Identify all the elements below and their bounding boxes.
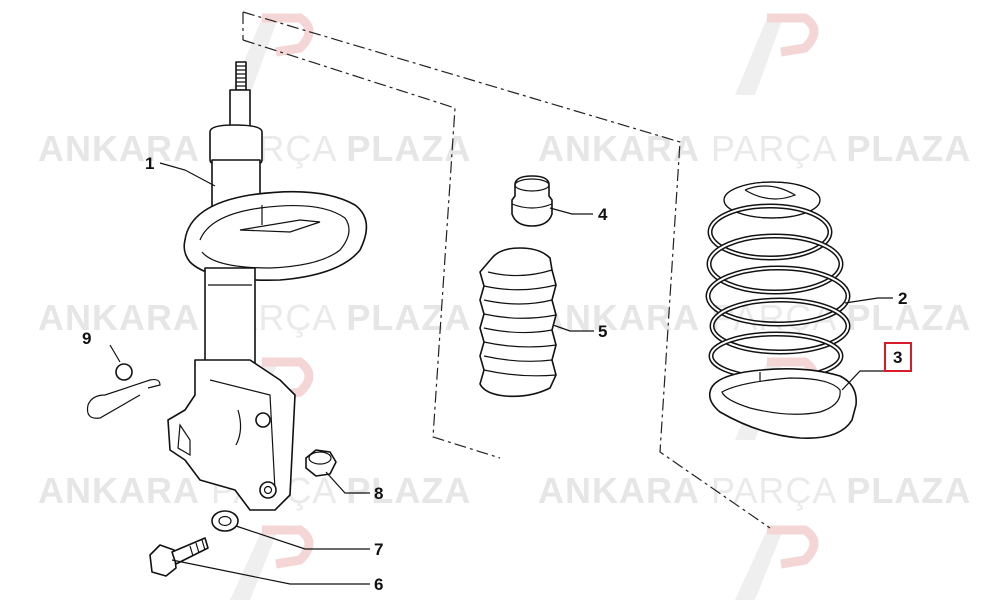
callout-2[interactable]: 2 [898, 289, 907, 308]
watermark-logo-2 [735, 13, 819, 95]
callout-6[interactable]: 6 [374, 575, 383, 594]
nut[interactable] [305, 449, 337, 477]
callout-3[interactable]: 3 [893, 348, 902, 367]
callout-3-highlight [884, 342, 912, 372]
bump-stop[interactable] [511, 175, 553, 227]
watermark-logo-6 [735, 525, 819, 600]
dust-boot[interactable] [479, 247, 557, 398]
watermark-row-1b: ANKARA PARÇA PLAZA [538, 128, 972, 169]
watermark-row-3b: ANKARA PARÇA PLAZA [538, 470, 972, 511]
washer[interactable] [211, 510, 239, 532]
coil-spring[interactable] [705, 181, 851, 381]
strut-assembly[interactable] [167, 61, 368, 511]
clip[interactable] [86, 363, 161, 419]
callout-7[interactable]: 7 [374, 540, 383, 559]
callout-9[interactable]: 9 [82, 329, 91, 348]
assembly-lines [242, 11, 771, 529]
callout-5[interactable]: 5 [598, 322, 607, 341]
spring-seat-pad[interactable] [708, 368, 857, 439]
watermark-logo-5 [230, 525, 314, 600]
bolt[interactable] [149, 537, 209, 577]
callout-8[interactable]: 8 [374, 484, 383, 503]
leader-lines [109, 162, 893, 585]
callout-4[interactable]: 4 [598, 205, 608, 224]
callout-1[interactable]: 1 [145, 154, 154, 173]
